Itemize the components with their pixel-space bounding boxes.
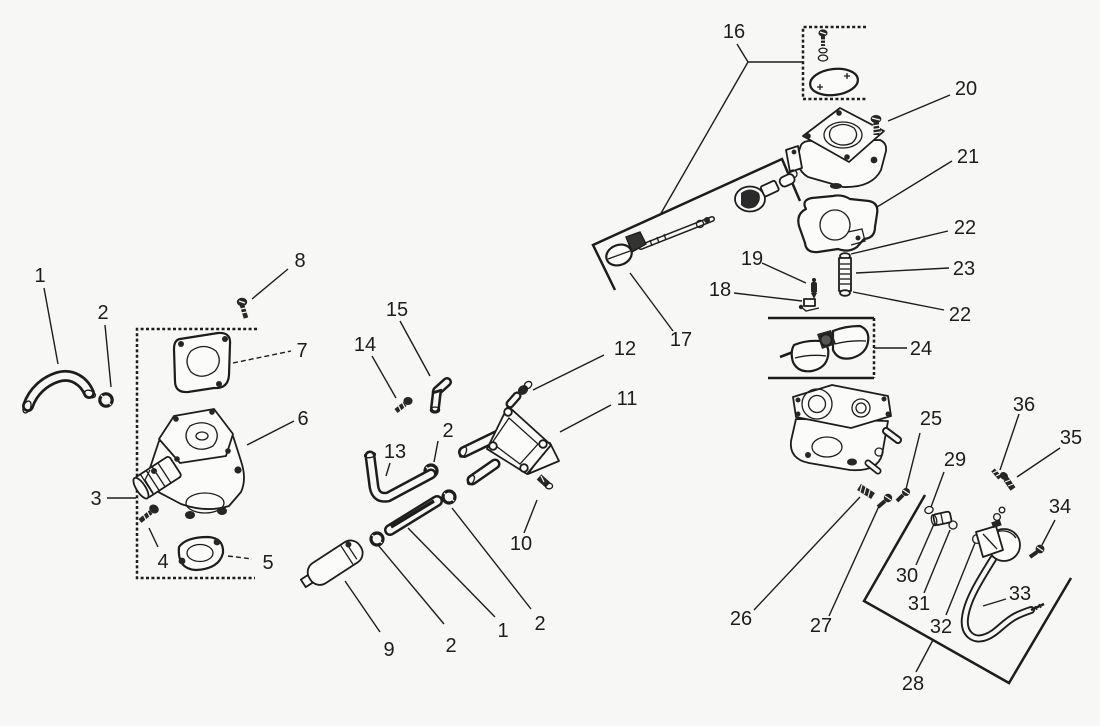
part-float-assembly — [779, 324, 870, 373]
part-fitting-15 — [429, 377, 452, 414]
callout-fitting-12: 12 — [614, 338, 636, 360]
part-clamp-filter — [369, 531, 385, 547]
callout-washer-22b: 22 — [949, 304, 971, 326]
part-bushing-30 — [930, 510, 953, 527]
part-screw-35 — [999, 472, 1016, 491]
part-hose-straight — [384, 495, 443, 536]
callout-bowl-gasket: 21 — [957, 146, 979, 168]
part-screw-8 — [236, 297, 249, 319]
part-hose-upper — [22, 370, 96, 414]
callout-screw-25: 25 — [920, 408, 942, 430]
part-fitting-10 — [536, 474, 554, 490]
part-screw-25 — [895, 488, 910, 503]
callout-washer-22a: 22 — [954, 217, 976, 239]
callout-fitting-14: 14 — [354, 334, 376, 356]
part-fitting-14 — [394, 397, 413, 413]
callout-clamp-hose-end: 2 — [534, 613, 545, 635]
callout-fitting-26: 26 — [730, 608, 752, 630]
callout-choke-shaft: 17 — [670, 329, 692, 351]
callout-washer-29: 29 — [944, 449, 966, 471]
callout-clamp-upper: 2 — [97, 302, 108, 324]
callout-clamp-elbow: 2 — [442, 420, 453, 442]
callout-screw-8: 8 — [294, 250, 305, 272]
part-screw-36 — [991, 468, 1002, 480]
part-fuel-pump — [458, 391, 560, 486]
part-ring-31 — [948, 520, 958, 530]
callout-inlet-needle: 19 — [741, 248, 763, 270]
part-shaft-assembly — [605, 173, 796, 267]
callout-fuel-line-group: 28 — [902, 673, 924, 695]
part-main-jet — [838, 252, 852, 297]
part-screw-34 — [1028, 544, 1045, 559]
callout-fuel-filter: 9 — [383, 639, 394, 661]
callout-main-jet: 23 — [953, 258, 975, 280]
callout-inlet-seat: 18 — [709, 279, 731, 301]
callout-clamp-filter: 2 — [445, 635, 456, 657]
callout-screw-20: 20 — [955, 78, 977, 100]
part-tube-33 — [960, 555, 1045, 643]
callout-fuel-pump: 11 — [617, 388, 638, 410]
part-carburetor-right — [789, 384, 902, 475]
callout-ring-31: 31 — [908, 593, 930, 615]
part-fitting-26 — [857, 484, 875, 499]
part-elbow-hose — [363, 450, 437, 503]
callout-carb-left-group: 3 — [90, 488, 101, 510]
part-inlet-needle — [811, 278, 817, 299]
part-washer-29 — [924, 505, 934, 515]
group-box-carb-left — [135, 327, 257, 580]
part-bowl-gasket — [797, 194, 879, 254]
callout-carb-left-screw: 4 — [157, 551, 168, 573]
part-screw-27 — [876, 493, 893, 509]
callout-screw-36: 36 — [1013, 394, 1035, 416]
part-screw-20 — [870, 115, 882, 135]
part-clamp-upper — [98, 392, 114, 408]
part-clamp-hose-end — [441, 489, 457, 505]
callout-oring-32: 32 — [930, 616, 952, 638]
callout-screw-27: 27 — [810, 615, 832, 637]
part-fuel-filter — [299, 539, 364, 589]
group-box-16 — [801, 25, 866, 101]
part-gasket-lower — [177, 535, 225, 572]
callout-carb-top-group: 16 — [723, 21, 745, 43]
callout-elbow-hose: 13 — [384, 441, 406, 463]
leader-lines — [43, 43, 1061, 673]
callout-labels: 1 2 3 4 5 6 7 8 9 2 1 2 2 13 14 15 10 11… — [34, 21, 1082, 695]
callout-gasket-lower: 5 — [262, 552, 273, 574]
callout-bushing-30: 30 — [896, 565, 918, 587]
callout-fitting-10: 10 — [510, 533, 532, 555]
part-screw-4 — [138, 504, 159, 523]
part-fitting-12 — [517, 380, 533, 395]
group-box-fuel-line — [862, 494, 1073, 685]
part-carburetor-top — [785, 107, 888, 189]
callout-carb-left: 6 — [297, 408, 308, 430]
callout-float-assy: 24 — [910, 338, 932, 360]
callout-screw-34: 34 — [1049, 496, 1071, 518]
part-gasket-upper — [172, 331, 232, 394]
callout-hose-straight: 1 — [497, 620, 508, 642]
callout-tube-33: 33 — [1009, 583, 1031, 605]
part-cover-kit-16 — [809, 29, 859, 97]
callout-fitting-15: 15 — [386, 299, 408, 321]
part-diaphragm-unit — [975, 506, 1021, 562]
part-carburetor-left — [132, 408, 245, 519]
part-inlet-seat — [798, 298, 820, 312]
callout-gasket-upper: 7 — [296, 340, 307, 362]
callout-screw-35: 35 — [1060, 427, 1082, 449]
callout-hose-upper: 1 — [34, 265, 45, 287]
